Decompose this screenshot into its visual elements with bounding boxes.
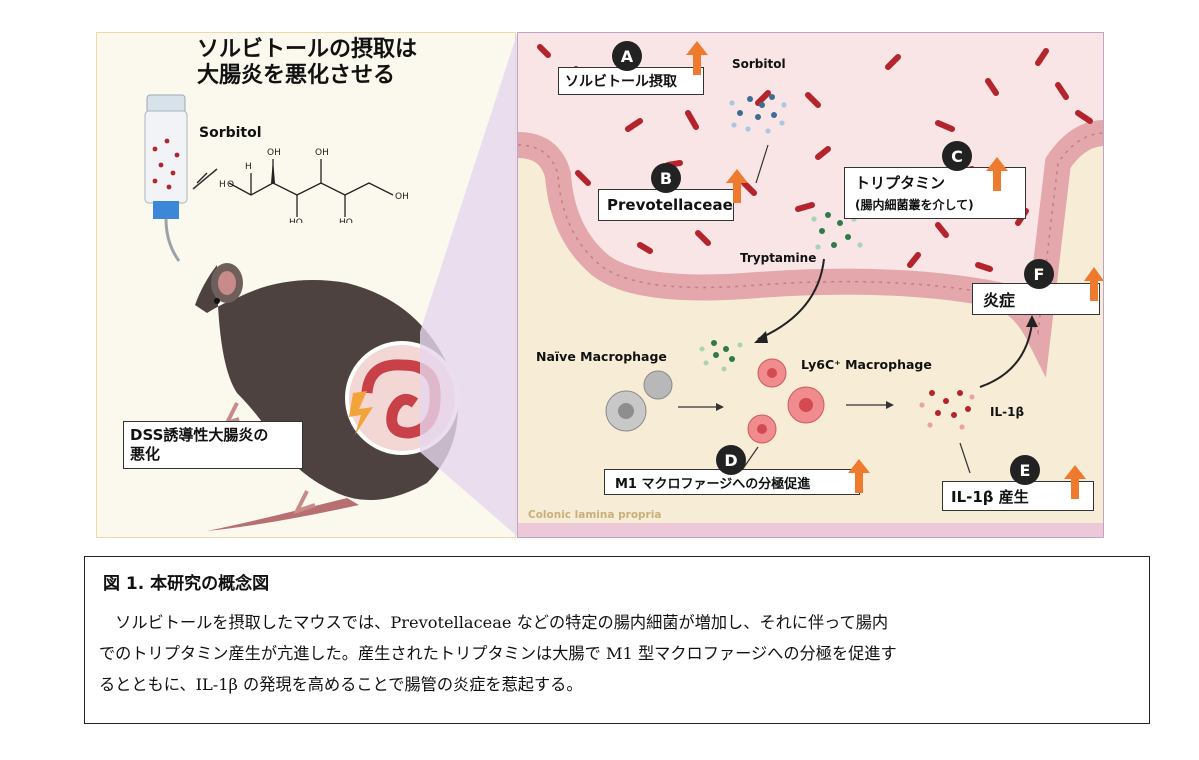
up-arrow-icon — [848, 459, 870, 493]
left-title-line2: 大腸炎を悪化させる — [197, 63, 396, 88]
up-arrow-icon — [1084, 267, 1103, 301]
sorbitol-label-right: Sorbitol — [732, 57, 786, 71]
svg-text:OH: OH — [315, 148, 329, 158]
svg-text:H: H — [245, 162, 252, 172]
svg-text:OH: OH — [395, 192, 409, 202]
step-d-badge: D — [716, 445, 746, 475]
step-a-box: ソルビトール摂取 — [558, 67, 704, 95]
caption-box: 図 1. 本研究の概念図 ソルビトールを摂取したマウスでは、Prevotella… — [84, 556, 1150, 724]
lamina-propria-label: Colonic lamina propria — [528, 509, 662, 521]
caption-line: ソルビトールを摂取したマウスでは、Prevotellaceae などの特定の腸内… — [99, 613, 889, 632]
step-b-badge: B — [651, 163, 681, 193]
ly6c-macrophage-label: Ly6C⁺ Macrophage — [801, 357, 932, 372]
svg-text:H: H — [219, 180, 226, 190]
dss-colitis-label: DSS誘導性大腸炎の 悪化 — [123, 421, 303, 469]
step-d-text: M1 マクロファージへの分極促進 — [615, 476, 811, 492]
up-arrow-icon — [1064, 465, 1086, 499]
caption-line: るとともに、IL-1β の発現を高めることで腸管の炎症を惹起する。 — [99, 675, 583, 694]
step-e-text: IL-1β 産生 — [951, 487, 1029, 506]
step-c-text: トリプタミン — [855, 174, 946, 192]
up-arrow-icon — [726, 169, 748, 203]
right-panel: Sorbitol Tryptamine Naïve Macrophage Ly6… — [517, 32, 1104, 538]
naive-macrophage-label: Naïve Macrophage — [536, 349, 667, 364]
step-a-badge: A — [612, 41, 642, 71]
step-b-box: Prevotellaceae — [598, 189, 734, 221]
up-arrow-icon — [686, 41, 708, 75]
tryptamine-label: Tryptamine — [740, 251, 817, 265]
caption-body: ソルビトールを摂取したマウスでは、Prevotellaceae などの特定の腸内… — [99, 607, 1139, 700]
svg-text:HO: HO — [289, 218, 303, 223]
step-e-badge: E — [1010, 455, 1040, 485]
svg-text:OH: OH — [267, 148, 281, 158]
step-b-text: Prevotellaceae — [607, 196, 733, 214]
dss-line2: 悪化 — [130, 445, 161, 463]
svg-text:HO: HO — [339, 218, 353, 223]
zoom-wedge — [420, 34, 517, 536]
step-c-box: トリプタミン (腸内細菌叢を介して) — [844, 167, 1026, 219]
step-c-badge: C — [942, 141, 972, 171]
step-f-text: 炎症 — [983, 291, 1016, 310]
left-title: ソルビトールの摂取は 大腸炎を悪化させる — [197, 37, 417, 89]
sorbitol-label-left: Sorbitol — [199, 125, 262, 141]
svg-text:O: O — [227, 180, 234, 190]
caption-title: 図 1. 本研究の概念図 — [103, 574, 270, 594]
step-f-badge: F — [1024, 259, 1054, 289]
step-a-text: ソルビトール摂取 — [565, 74, 677, 90]
left-title-line1: ソルビトールの摂取は — [197, 37, 418, 62]
step-c-subtext: (腸内細菌叢を介して) — [855, 198, 974, 212]
il1b-label: IL-1β — [990, 405, 1025, 419]
pointer-line — [192, 168, 218, 190]
caption-line: でのトリプタミン産生が亢進した。産生されたトリプタミンは大腸で M1 型マクロフ… — [99, 644, 897, 663]
water-bottle-icon — [144, 94, 188, 262]
up-arrow-icon — [986, 157, 1008, 191]
dss-line1: DSS誘導性大腸炎の — [130, 426, 269, 444]
